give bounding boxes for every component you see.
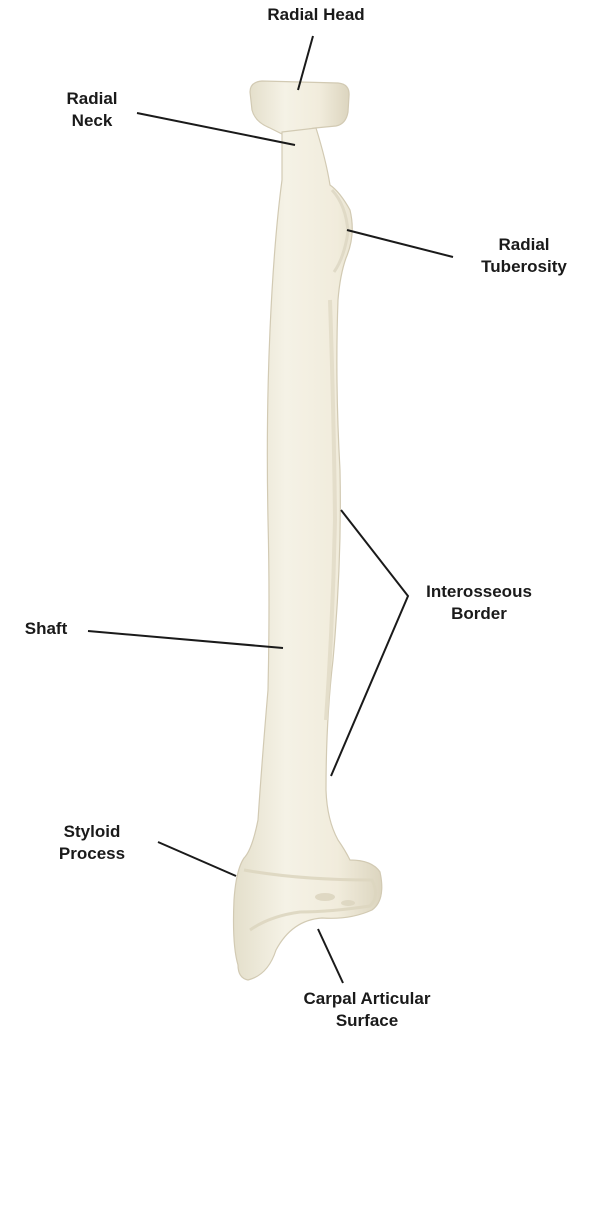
label-radial-tuberosity: Radial Tuberosity xyxy=(466,234,582,278)
leader-shaft xyxy=(88,631,283,648)
leader-styloid-process xyxy=(158,842,236,876)
carpal-articular-surface-line-2: Surface xyxy=(278,1010,456,1032)
radius-shaft-shape xyxy=(234,128,382,980)
articular-pit-2 xyxy=(341,900,355,906)
shaft-line-1: Shaft xyxy=(16,618,76,640)
radial-tuberosity-line-2: Tuberosity xyxy=(466,256,582,278)
label-carpal-articular-surface: Carpal Articular Surface xyxy=(278,988,456,1032)
leader-carpal-articular-surface xyxy=(318,929,343,983)
interosseous-border-line-2: Border xyxy=(412,603,546,625)
radial-head-line-1: Radial Head xyxy=(262,4,370,26)
radial-neck-line-1: Radial xyxy=(50,88,134,110)
label-styloid-process: Styloid Process xyxy=(44,821,140,865)
radius-bone xyxy=(234,81,382,980)
interosseous-border-line-1: Interosseous xyxy=(412,581,546,603)
styloid-process-line-1: Styloid xyxy=(44,821,140,843)
radial-tuberosity-line-1: Radial xyxy=(466,234,582,256)
leader-radial-tuberosity xyxy=(347,230,453,257)
carpal-articular-surface-line-1: Carpal Articular xyxy=(278,988,456,1010)
radial-neck-line-2: Neck xyxy=(50,110,134,132)
styloid-process-line-2: Process xyxy=(44,843,140,865)
label-radial-neck: Radial Neck xyxy=(50,88,134,132)
label-shaft: Shaft xyxy=(16,618,76,640)
leader-interosseous-border xyxy=(331,510,408,776)
articular-pit xyxy=(315,893,335,901)
label-interosseous-border: Interosseous Border xyxy=(412,581,546,625)
label-radial-head: Radial Head xyxy=(262,4,370,26)
